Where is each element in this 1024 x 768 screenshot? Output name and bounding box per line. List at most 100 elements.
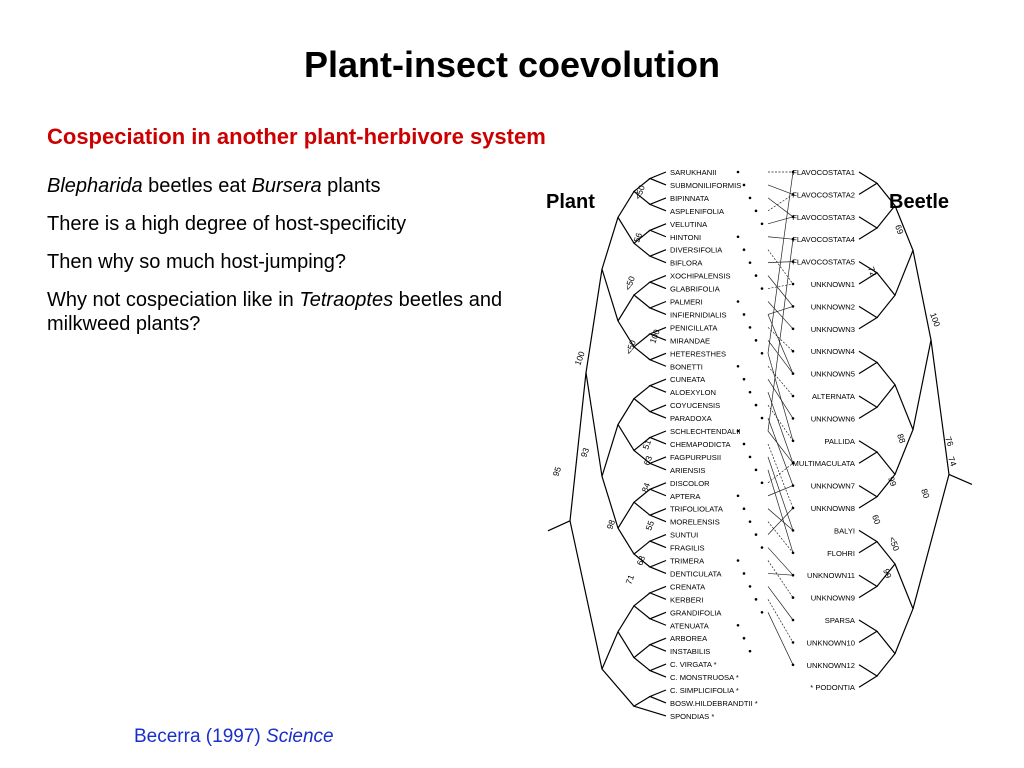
beetle-tip-dot <box>791 417 795 420</box>
host-link <box>767 560 794 598</box>
plant-taxon-label: PALMERI <box>670 298 703 307</box>
plant-taxon-label: FAGPURPUSII <box>670 453 721 462</box>
plant-support-value: 56 <box>631 231 644 244</box>
citation: Becerra (1997) Science <box>134 726 334 748</box>
plant-label: Plant <box>546 191 595 213</box>
plant-support-value: <50 <box>622 274 636 291</box>
beetle-taxon-label: ALTERNATA <box>812 392 856 401</box>
plant-taxon-label: SCHLECHTENDALII <box>670 427 740 436</box>
plant-taxon-label: BONETTI <box>670 362 703 371</box>
plant-tip-dot <box>736 364 740 368</box>
plant-taxon-label: PARADOXA <box>670 414 713 423</box>
plant-support-value: <50 <box>632 183 646 200</box>
plant-branch <box>585 269 603 477</box>
plant-taxon-label: C. VIRGATA * <box>670 660 717 669</box>
host-link <box>767 366 794 397</box>
beetle-phylogeny <box>858 171 973 688</box>
bullet-text: Bursera <box>251 175 322 197</box>
plant-tip-dot <box>742 248 746 251</box>
plant-support-value: 55 <box>643 519 656 532</box>
host-link <box>767 392 794 464</box>
plant-support-value: 71 <box>623 573 636 586</box>
plant-taxon-label: INSTABILIS <box>670 647 710 656</box>
plant-tip-dot <box>748 261 752 264</box>
plant-branch <box>648 534 667 549</box>
host-link <box>767 507 794 535</box>
bootstrap-values: <5056<50100<5010093955163845598687169721… <box>550 183 958 585</box>
plant-branch <box>569 372 603 670</box>
beetle-branch <box>876 362 896 408</box>
plant-taxon-label: GLABRIFOLIA <box>670 285 721 294</box>
plant-tip-dot <box>742 507 746 511</box>
plant-branch <box>633 229 651 257</box>
plant-tip-dot <box>748 390 752 394</box>
beetle-tip-dot <box>791 573 795 577</box>
plant-taxon-label: CUNEATA <box>670 375 706 384</box>
plant-branch <box>648 404 667 419</box>
beetle-taxon-label: FLAVOCOSTATA5 <box>792 258 855 267</box>
plant-branch <box>601 631 635 707</box>
plant-taxon-label: MORELENSIS <box>670 518 720 527</box>
beetle-tip-dot <box>791 529 795 532</box>
plant-branch <box>633 592 651 620</box>
plant-taxon-label: INFIERNIDIALIS <box>670 310 727 319</box>
host-link <box>767 275 794 307</box>
beetle-tip-dot <box>791 394 795 398</box>
plant-tip-dot <box>748 649 752 653</box>
plant-tip-dot <box>742 377 746 381</box>
plant-branch <box>648 482 667 497</box>
plant-taxon-label: GRANDIFOLIA <box>670 608 722 617</box>
beetle-branch <box>858 216 879 240</box>
host-link <box>767 404 794 442</box>
plant-support-value: 100 <box>647 328 661 345</box>
host-link <box>767 456 794 531</box>
host-link <box>767 443 794 509</box>
plant-support-value: <50 <box>623 338 637 355</box>
plant-branch <box>648 689 667 704</box>
beetle-branch <box>912 250 932 430</box>
plant-taxon-label: SUBMONILIFORMIS <box>670 181 741 190</box>
plant-taxon-label: HETERESTHES <box>670 349 726 358</box>
plant-tip-dot <box>742 636 746 640</box>
beetle-branch <box>894 384 914 475</box>
plant-tip-dot <box>760 481 764 485</box>
host-link <box>767 327 794 352</box>
beetle-taxon-label: * PODONTIA <box>810 683 856 692</box>
plant-taxon-label: ALOEXYLON <box>670 388 716 397</box>
beetle-tip-dot <box>791 372 795 375</box>
plant-taxon-label: CHEMAPODICTA <box>670 440 732 449</box>
plant-branch <box>632 695 667 717</box>
beetle-root <box>948 473 973 485</box>
plant-tip-dot <box>748 455 752 459</box>
beetle-support-value: 76 <box>943 435 956 448</box>
beetle-taxon-label: UNKNOWN9 <box>811 594 855 603</box>
beetle-support-value: 72 <box>866 265 879 278</box>
plant-taxon-label: ARIENSIS <box>670 466 705 475</box>
beetle-branch <box>858 261 879 285</box>
plant-taxon-label: DISCOLOR <box>670 479 710 488</box>
host-link <box>767 379 794 419</box>
plant-tip-dot <box>754 274 758 277</box>
beetle-branch <box>858 350 879 375</box>
beetle-taxon-label: UNKNOWN6 <box>811 414 855 423</box>
beetle-support-value: 100 <box>928 311 942 328</box>
plant-taxon-label: ATENUATA <box>670 621 710 630</box>
beetle-support-value: 74 <box>946 455 959 468</box>
plant-tip-dot <box>736 494 740 498</box>
beetle-taxon-label: PALLIDA <box>824 437 856 446</box>
plant-tip-dot <box>736 559 740 562</box>
plant-branch <box>617 605 635 658</box>
host-link <box>767 547 794 576</box>
beetle-branch <box>876 182 896 229</box>
plant-taxon-label: ASPLENIFOLIA <box>670 207 725 216</box>
plant-branch <box>648 171 667 186</box>
plant-support-value: 93 <box>578 446 591 459</box>
beetle-branch <box>876 272 896 318</box>
host-link <box>767 599 794 643</box>
plant-taxon-label: HINTONI <box>670 233 701 242</box>
plant-support-value: 68 <box>634 554 647 567</box>
beetle-taxon-label: UNKNOWN5 <box>811 370 855 379</box>
host-link <box>767 249 794 285</box>
beetle-taxon-label: UNKNOWN12 <box>806 661 855 670</box>
citation-journal: Science <box>266 726 334 747</box>
